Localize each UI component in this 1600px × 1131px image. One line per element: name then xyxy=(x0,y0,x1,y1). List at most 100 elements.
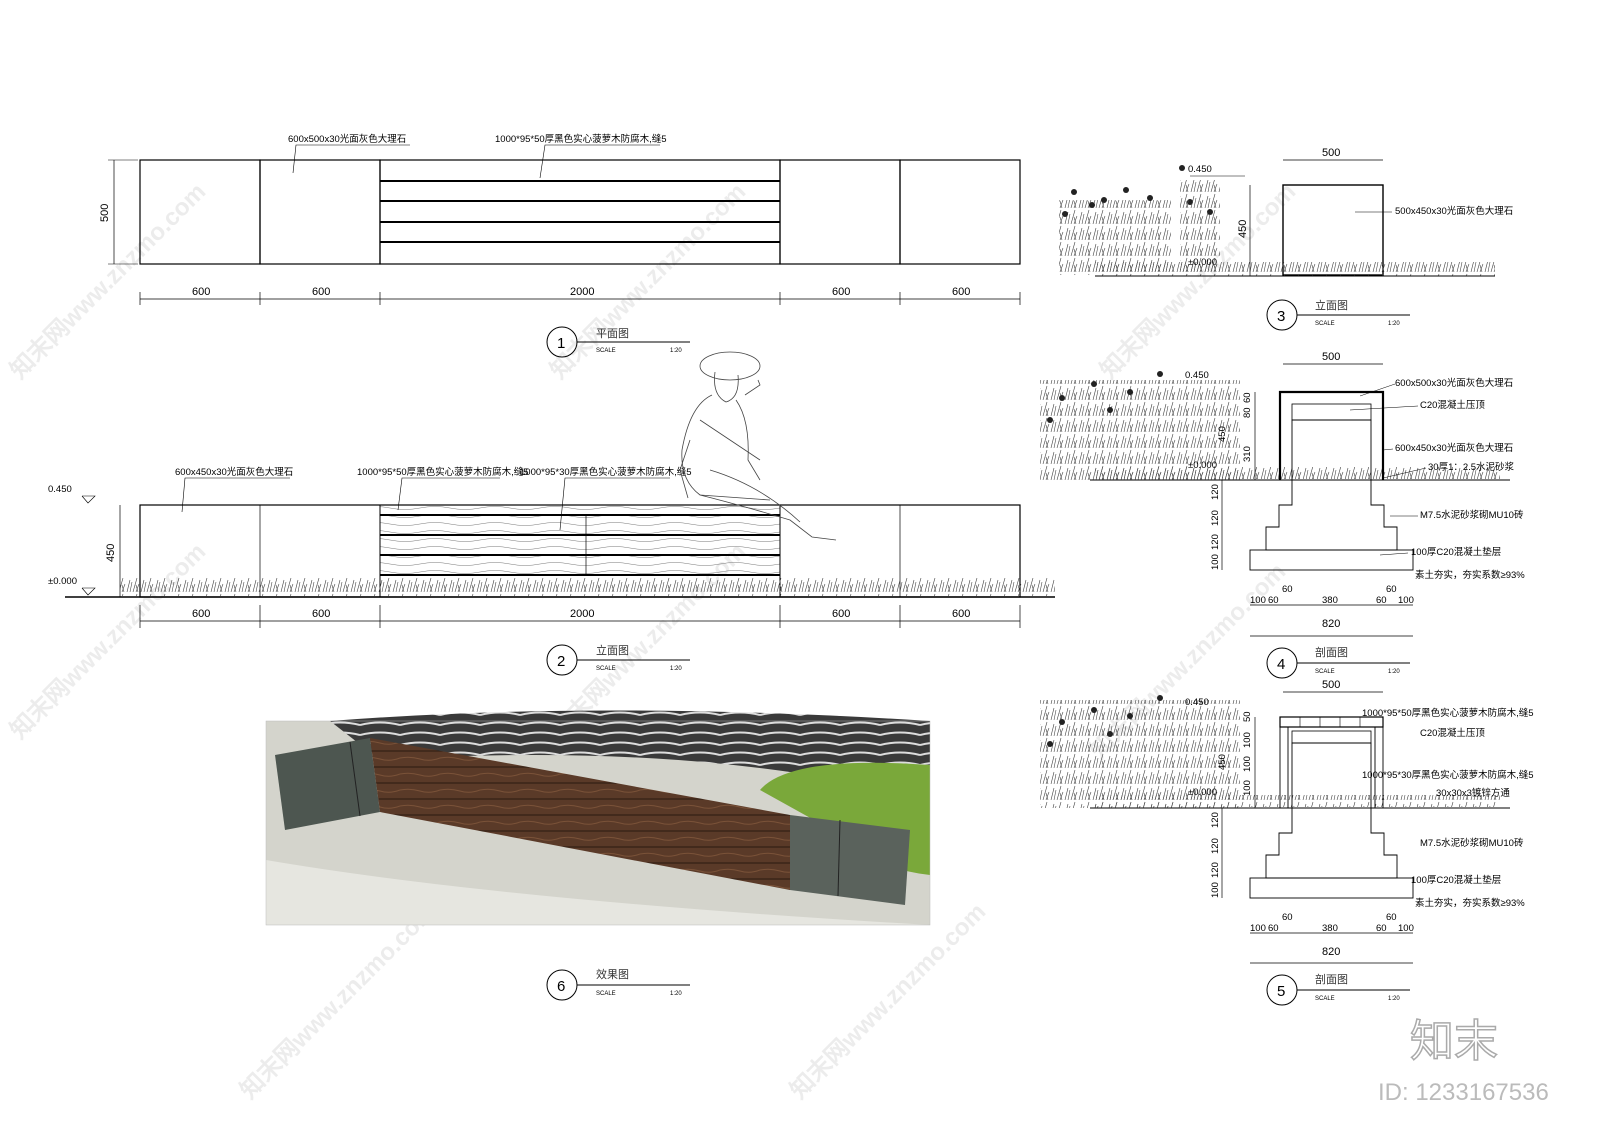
watermark-4: 知末网www.znzmo.com xyxy=(5,538,211,744)
brand-logo: 知末 xyxy=(1410,1017,1498,1066)
watermark-8: 知末网www.znzmo.com xyxy=(785,898,991,1104)
view5-total-dim: 820 xyxy=(1322,946,1340,958)
view4-brick-foundation xyxy=(1265,419,1398,551)
watermark-2: 知末网www.znzmo.com xyxy=(545,178,751,384)
view-2-scale-value: 1:20 xyxy=(670,666,682,672)
view5-vdim-3: 100 xyxy=(1242,756,1253,772)
view-4-number: 4 xyxy=(1277,656,1285,673)
render-wood-top xyxy=(370,738,790,890)
view5-vdim-2: 100 xyxy=(1242,732,1253,748)
plan-marble-2 xyxy=(259,159,381,265)
view-1-scale-value: 1:20 xyxy=(670,348,682,354)
view-4-scale-value: 1:20 xyxy=(1388,669,1400,675)
view-6-scale-value: 1:20 xyxy=(670,991,682,997)
elev-wood-panel xyxy=(380,505,780,575)
elev-level-top: 0.450 xyxy=(48,484,72,495)
view-1-scale-label: SCALE xyxy=(596,348,616,354)
view5-level-top: 0.450 xyxy=(1185,697,1209,708)
watermark-layer: 知末网www.znzmo.com 知末网www.znzmo.com 知末网www… xyxy=(5,178,1301,1104)
view5-vdim-4: 100 xyxy=(1242,780,1253,796)
view5-vdim-1: 50 xyxy=(1242,711,1253,722)
view-3-title: 立面图 xyxy=(1315,298,1348,312)
view5-concrete-pad xyxy=(1249,877,1414,899)
elev-height-dim: 450 xyxy=(105,544,117,562)
brand-id: ID: 1233167536 xyxy=(1378,1079,1549,1106)
plan-dim-5: 600 xyxy=(952,286,970,298)
view5-note-1: 1000*95*50厚黑色实心菠萝木防腐木,缝5 xyxy=(1362,707,1534,719)
view5-note-6: 100厚C20混凝土垫层 xyxy=(1411,874,1501,886)
view4-vdim-3: 310 xyxy=(1242,446,1253,462)
view5-bdim-2: 60 xyxy=(1268,923,1279,934)
view5-wood-side-right xyxy=(1374,726,1384,809)
view-3-number: 3 xyxy=(1277,308,1285,325)
plan-dim-3: 2000 xyxy=(570,286,594,298)
view5-note-4: 30x30x3镀锌方通 xyxy=(1436,787,1510,799)
view-1-number: 1 xyxy=(557,335,565,352)
view4-level-ground: ±0.000 xyxy=(1188,460,1217,471)
elev-grass xyxy=(120,578,1055,596)
view4-bdim-5: 60 xyxy=(1376,595,1387,606)
view-6-rendering: 6 效果图 SCALE 1:20 xyxy=(265,710,931,1001)
view5-vdim-8: 120 xyxy=(1210,862,1221,878)
view4-bdim-1: 100 xyxy=(1250,595,1266,606)
view-1-title: 平面图 xyxy=(596,327,629,340)
elev-note-wood-30: 1000*95*30厚黑色实心菠萝木防腐木,缝5 xyxy=(520,466,692,478)
view-5-number: 5 xyxy=(1277,983,1285,1000)
view4-vdim-2: 60 xyxy=(1242,392,1253,403)
view4-marble-shell xyxy=(1278,390,1385,480)
view5-width-dim: 500 xyxy=(1322,679,1340,691)
view4-vdim-1: 80 xyxy=(1242,407,1253,418)
render-stone-end-left xyxy=(275,738,380,830)
view3-height-dim: 450 xyxy=(1237,220,1249,238)
view5-brick-foundation xyxy=(1265,742,1398,879)
view4-concrete-cap xyxy=(1291,403,1372,421)
view-5-scale-label: SCALE xyxy=(1315,996,1335,1002)
elev-level-ground: ±0.000 xyxy=(48,576,77,587)
view-6-number: 6 xyxy=(557,978,565,995)
view-3-scale-label: SCALE xyxy=(1315,321,1335,327)
view3-level-ground: ±0.000 xyxy=(1188,257,1217,268)
view5-wood-side-left xyxy=(1279,726,1289,809)
view-2-title: 立面图 xyxy=(596,643,629,657)
view5-level-ground: ±0.000 xyxy=(1188,787,1217,798)
view5-bdim-4: 380 xyxy=(1322,923,1338,934)
view4-vdim-6: 120 xyxy=(1210,510,1221,526)
elev-dim-1: 600 xyxy=(192,608,210,620)
view5-vdim-9: 100 xyxy=(1210,882,1221,898)
view4-level-top: 0.450 xyxy=(1185,370,1209,381)
view4-note-6: 100厚C20混凝土垫层 xyxy=(1411,546,1501,558)
plan-dim-1: 600 xyxy=(192,286,210,298)
view-3-side-elevation: 0.450 ±0.000 450 500 500x450x30光面灰色大理石 3… xyxy=(1059,147,1513,331)
view4-vdim-5: 120 xyxy=(1210,484,1221,500)
watermark-7: 知末网www.znzmo.com xyxy=(235,898,441,1104)
render-gravel-pattern xyxy=(330,710,930,800)
plan-note-marble: 600x500x30光面灰色大理石 xyxy=(288,133,406,145)
plan-note-wood: 1000*95*50厚黑色实心菠萝木防腐木,缝5 xyxy=(495,133,667,145)
view-4-title: 剖面图 xyxy=(1315,645,1348,659)
view-3-scale-value: 1:20 xyxy=(1388,321,1400,327)
view5-bdim-5: 60 xyxy=(1376,923,1387,934)
view-2-elevation: 0.450 ±0.000 450 600 600 2000 600 600 60… xyxy=(48,351,1055,676)
view5-vdim-7: 120 xyxy=(1210,838,1221,854)
plan-dim-4: 600 xyxy=(832,286,850,298)
view4-vdim-4: 450 xyxy=(1217,426,1228,442)
view-6-scale-label: SCALE xyxy=(596,991,616,997)
view5-bdim-1: 100 xyxy=(1250,923,1266,934)
view4-bdim-7: 100 xyxy=(1398,595,1414,606)
view5-bdim-6: 60 xyxy=(1386,912,1397,923)
view4-note-7: 素土夯实，夯实系数≥93% xyxy=(1415,569,1525,581)
plan-dim-2: 600 xyxy=(312,286,330,298)
view4-note-3: 600x450x30光面灰色大理石 xyxy=(1395,442,1513,454)
elev-dim-5: 600 xyxy=(952,608,970,620)
view-4-section: 0.450 ±0.000 500 80 60 310 450 120 120 1… xyxy=(1040,351,1525,679)
view4-note-1: 600x500x30光面灰色大理石 xyxy=(1395,377,1513,389)
view5-wood-top xyxy=(1279,716,1384,728)
view3-width-dim: 500 xyxy=(1322,147,1340,159)
view4-total-dim: 820 xyxy=(1322,618,1340,630)
view5-note-7: 素土夯实，夯实系数≥93% xyxy=(1415,897,1525,909)
view4-bdim-4: 380 xyxy=(1322,595,1338,606)
view5-note-2: C20混凝土压顶 xyxy=(1420,727,1485,739)
view4-note-5: M7.5水泥砂浆砌MU10砖 xyxy=(1420,509,1524,521)
view-1-plan: 500 600 600 2000 600 600 600x500x30光面灰色大… xyxy=(99,133,1021,358)
